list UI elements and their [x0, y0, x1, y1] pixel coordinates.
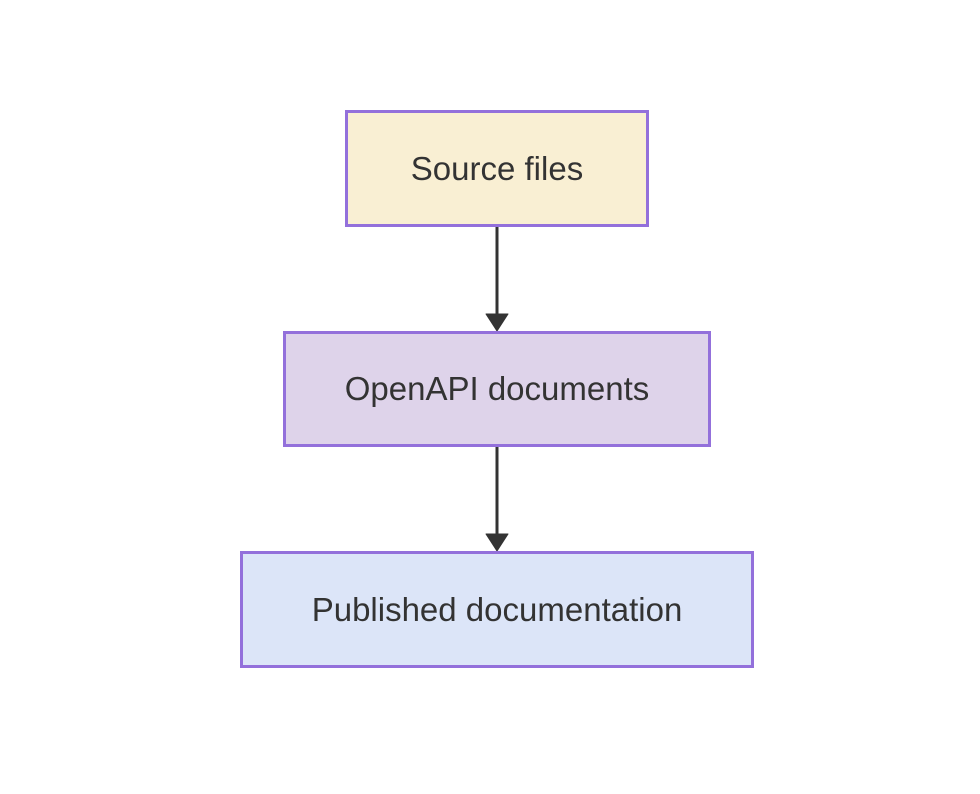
node-openapi-documents: OpenAPI documents [283, 331, 711, 447]
node-source-files-label: Source files [410, 149, 584, 187]
edge-openapi-to-published [485, 447, 509, 552]
node-published-documentation-label: Published documentation [311, 590, 683, 628]
node-published-documentation: Published documentation [240, 551, 754, 668]
node-source-files: Source files [345, 110, 649, 227]
arrowhead-icon [485, 313, 509, 332]
arrowhead-icon [485, 533, 509, 552]
node-openapi-documents-label: OpenAPI documents [344, 370, 650, 408]
edge-source-to-openapi [485, 227, 509, 332]
